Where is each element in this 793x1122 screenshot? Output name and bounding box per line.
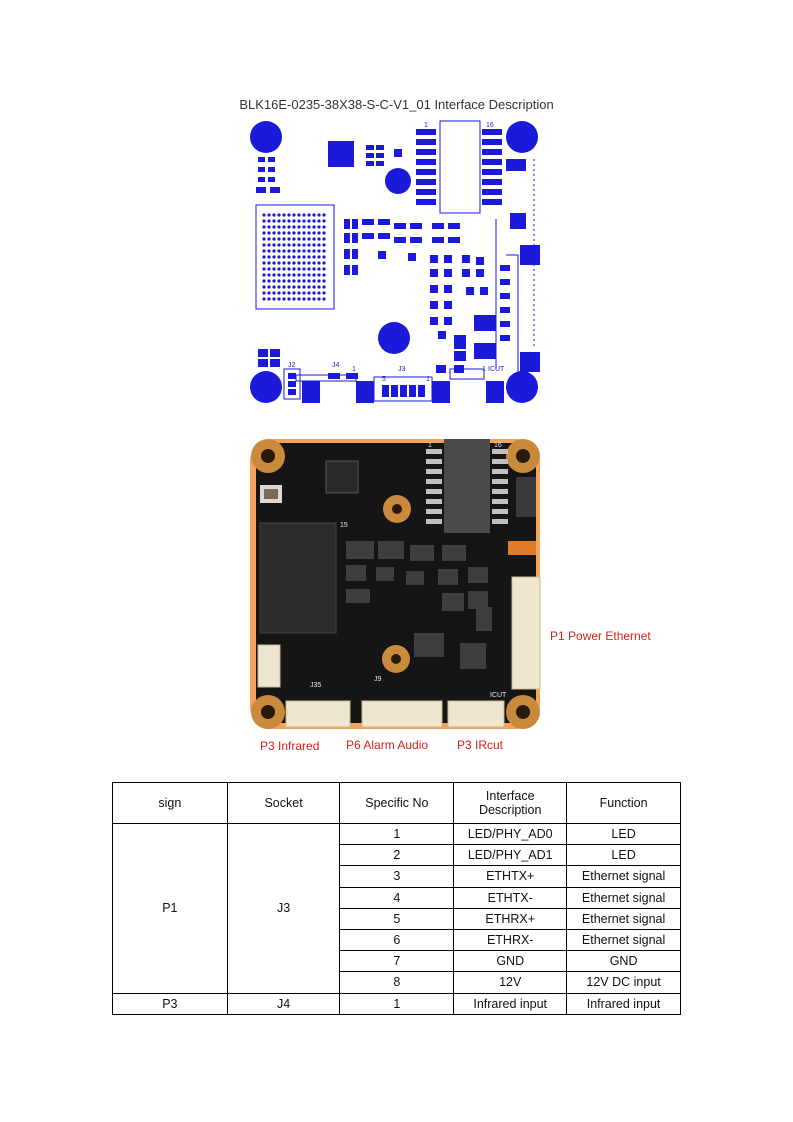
mounting-hole-bottom-left (250, 371, 282, 403)
layout-label-j3: J3 (398, 366, 406, 373)
table-row: P3 J4 1 Infrared input Infrared input (112, 992, 681, 1015)
j3-outline (373, 376, 433, 402)
photo-connector-p1 (511, 576, 541, 690)
cell-no: 4 (339, 886, 455, 909)
header-specific-no: Specific No (339, 782, 455, 824)
cell-no: 3 (339, 865, 455, 888)
cell-sign-p3: P3 (112, 992, 228, 1015)
qfn-chip (328, 141, 354, 167)
photo-transformer (444, 439, 490, 533)
cell-sign-p1: P1 (112, 823, 228, 994)
soc-chip (259, 522, 337, 634)
callout-p3-infrared: P3 Infrared (260, 739, 320, 753)
layout-label-j4-pin1: 1 (352, 366, 356, 373)
cell-no: 2 (339, 844, 455, 867)
header-socket: Socket (226, 782, 341, 824)
cell-desc: GND (453, 950, 568, 973)
table-row: P1 J3 1 LED/PHY_AD0 LED (112, 822, 681, 994)
cell-desc: Infrared input (453, 992, 568, 1015)
mounting-hole-top-right (506, 121, 538, 153)
transformer-outline (439, 120, 481, 214)
photo-qfn (325, 460, 359, 494)
cell-no: 5 (339, 907, 455, 930)
cell-no: 6 (339, 928, 455, 952)
table-row: 3 ETHTX+ Ethernet signal (113, 865, 681, 888)
cell-func: Ethernet signal (566, 907, 681, 930)
cell-socket-j4: J4 (226, 992, 341, 1015)
header-function: Function (566, 782, 681, 824)
photo-label-j35: J35 (310, 682, 321, 689)
cell-no: 1 (339, 822, 455, 846)
table-header-row: sign Socket Specific No Interface Descri… (112, 782, 681, 824)
cell-func: LED (566, 822, 681, 846)
layout-label-icut-pin1: 1 (482, 366, 486, 373)
table-row: 6 ETHRX- Ethernet signal (113, 928, 681, 952)
photo-label-pin16: 16 (494, 442, 502, 449)
photo-connector-p3-ircut (447, 700, 505, 728)
board-photo: 1 16 15 J35 J9 ICUT (250, 439, 541, 729)
center-pad-top (385, 168, 411, 194)
cell-desc: ETHTX+ (453, 865, 568, 888)
cell-desc: ETHRX- (453, 928, 568, 952)
cell-func: LED (566, 844, 681, 867)
cell-desc: ETHTX- (453, 886, 568, 909)
cell-desc: ETHRX+ (453, 907, 568, 930)
cell-func: Ethernet signal (566, 865, 681, 888)
mounting-hole-top-left (250, 121, 282, 153)
table-row: 2 LED/PHY_AD1 LED (113, 844, 681, 867)
j3-pad-left (356, 381, 374, 403)
table-row: 4 ETHTX- Ethernet signal (113, 886, 681, 909)
header-interface-description: Interface Description (453, 782, 568, 824)
cell-func: 12V DC input (566, 971, 681, 994)
bga-ball-grid (262, 213, 326, 301)
layout-label-j3-pin1: 1 (426, 376, 430, 383)
cell-func: Ethernet signal (566, 886, 681, 909)
document-title: BLK16E-0235-38X38-S-C-V1_01 Interface De… (239, 97, 554, 112)
photo-connector-p3-infrared (285, 700, 351, 728)
header-sign: sign (112, 782, 228, 824)
cell-desc: LED/PHY_AD1 (453, 844, 568, 867)
table-row: 8 12V 12V DC input (113, 971, 681, 994)
cell-desc: LED/PHY_AD0 (453, 822, 568, 846)
callout-p3-ircut: P3 IRcut (457, 738, 504, 752)
cell-no: 7 (339, 950, 455, 973)
photo-regulator-ic (414, 633, 444, 657)
layout-label-pin1: 1 (424, 122, 428, 129)
interface-table: sign Socket Specific No Interface Descri… (112, 782, 681, 1015)
layout-label-j4: J4 (332, 362, 340, 369)
photo-label-j9: J9 (374, 676, 382, 683)
cell-func: Infrared input (566, 992, 681, 1015)
center-pad-bottom (378, 322, 410, 354)
photo-label-icut: ICUT (490, 692, 507, 699)
layout-label-j2: J2 (288, 362, 296, 369)
header-interface-line1: Interface (485, 789, 535, 803)
cell-desc: 12V (453, 971, 568, 994)
pcb-layout-drawing: 1 16 J2 J4 1 J3 5 1 1 ICUT (250, 120, 540, 403)
photo-label-pin1: 1 (428, 442, 432, 449)
cell-no: 8 (339, 971, 455, 994)
cell-func: GND (566, 950, 681, 973)
j4-pad-1 (302, 381, 320, 403)
table-row: 7 GND GND (113, 950, 681, 973)
photo-label-j15: 15 (340, 522, 348, 529)
j2-outline (283, 368, 301, 400)
cell-socket-j3: J3 (226, 823, 341, 994)
callout-p6-alarm-audio: P6 Alarm Audio (346, 738, 429, 752)
layout-label-j3-pin5: 5 (382, 376, 386, 383)
header-interface-line2: Description (478, 803, 542, 817)
layout-label-icut: ICUT (488, 366, 505, 373)
photo-connector-p6 (361, 700, 443, 728)
layout-label-pin16: 16 (486, 122, 494, 129)
bga-outline (255, 204, 335, 310)
callout-p1-power-ethernet: P1 Power Ethernet (550, 629, 651, 643)
icut-pad (486, 381, 504, 403)
j3-pad-right (432, 381, 450, 403)
cell-no: 1 (339, 992, 455, 1015)
mounting-hole-bottom-right (506, 371, 538, 403)
table-row: 5 ETHRX+ Ethernet signal (113, 907, 681, 930)
cell-func: Ethernet signal (566, 928, 681, 952)
